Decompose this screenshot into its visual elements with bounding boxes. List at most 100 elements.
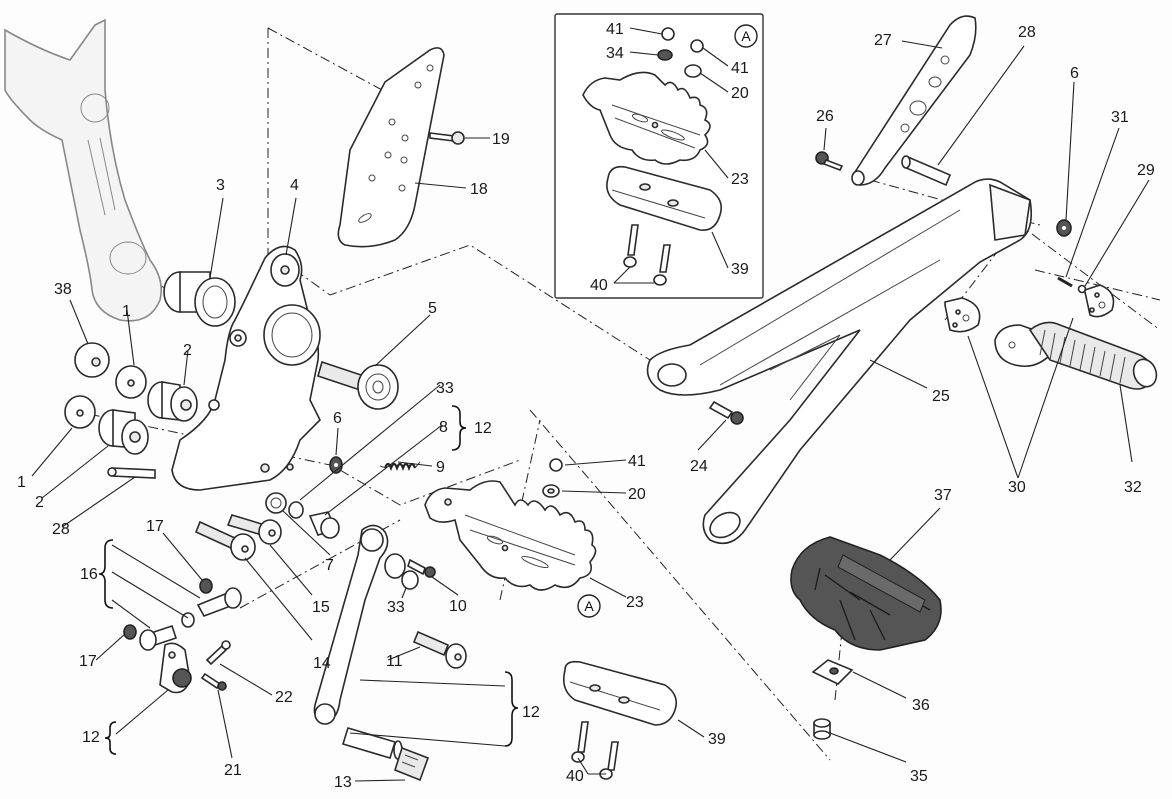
spring-31 [1057,276,1073,288]
nut-6b [1056,219,1072,237]
label-41: 41 [731,60,749,77]
label-30: 30 [1008,479,1026,496]
bracket-4 [171,245,321,491]
label-41: 41 [606,21,624,38]
label-39: 39 [708,731,726,748]
label-25: 25 [932,388,950,405]
washer-38 [74,342,110,378]
bolt-21 [200,672,227,691]
brace-12-top [451,405,467,451]
heel-guard-plate [337,47,445,248]
plate-30b [1084,284,1115,318]
nut-17 [199,578,213,594]
pin-14 [194,520,256,561]
label-19: 19 [492,131,510,148]
braces [98,405,519,755]
passenger-bracket-25 [646,178,1033,545]
rubber-pad-37 [790,536,942,651]
bushing-2b [98,409,149,455]
inset-bolt-40b [659,244,671,273]
label-1: 1 [122,303,131,320]
nut-17b [123,624,137,640]
washer-1b [64,395,96,429]
label-40: 40 [566,768,584,785]
label-23: 23 [731,171,749,188]
brace-12-clamp [104,721,117,755]
axis-line [529,409,831,761]
frame-slot [87,137,116,216]
label-10: 10 [449,598,467,615]
pin-11 [412,630,467,669]
bracket-arm [646,178,1033,545]
clamp-12 [159,642,192,694]
label-37: 37 [934,487,952,504]
callout-a-main: A [577,594,601,618]
label-29: 29 [1137,162,1155,179]
label-8: 8 [439,419,448,436]
label-20: 20 [628,486,646,503]
label-32: 32 [1124,479,1142,496]
label-36: 36 [912,697,930,714]
bolts-40 [571,721,619,780]
label-18: 18 [470,181,488,198]
bushing-8 [308,511,340,539]
label-34: 34 [606,45,624,62]
label-41: 41 [628,453,646,470]
pin-15 [226,514,282,545]
pin-5 [317,360,399,410]
bolt-26 [815,151,844,172]
frame-arm [4,18,163,322]
plate-30a [944,297,981,333]
inset-washer-20 [684,64,702,78]
label-35: 35 [910,768,928,785]
label-3: 3 [216,177,225,194]
frame-bore [109,241,147,275]
label-1: 1 [17,474,26,491]
inset-bolt-40 [627,224,639,256]
plate-36 [811,659,854,685]
heel-guard-18 [337,47,445,248]
label-23: 23 [626,594,644,611]
label-33: 33 [436,380,454,397]
label-2: 2 [35,494,44,511]
peg-13 [341,727,430,782]
axis-line [999,209,1161,331]
bolt-10 [407,558,436,578]
label-13: 13 [334,774,352,791]
label-31: 31 [1111,109,1129,126]
inset-washer-34 [657,49,673,61]
label-20: 20 [731,85,749,102]
label-12: 12 [474,420,492,437]
label-22: 22 [275,689,293,706]
nut-35 [813,718,831,740]
label-33: 33 [387,599,405,616]
bolt-24 [708,400,744,425]
axis-line [294,244,651,361]
inset-cap-41 [661,27,675,41]
label-12: 12 [82,729,100,746]
washer-20 [542,484,560,498]
spring-9 [379,461,421,472]
pin-28b [901,155,952,187]
footpeg-body [424,480,597,591]
washer-1 [115,365,147,399]
label-28: 28 [1018,24,1036,41]
label-4: 4 [290,177,299,194]
label-28: 28 [52,521,70,538]
axis-line [339,459,521,506]
ring-33 [288,501,304,519]
label-17: 17 [146,518,164,535]
footpeg-32 [994,321,1158,390]
label-2: 2 [183,342,192,359]
brace-16 [98,539,114,609]
label-38: 38 [54,281,72,298]
washer-7 [265,492,287,514]
label-6: 6 [333,410,342,427]
label-5: 5 [428,300,437,317]
label-16: 16 [80,566,98,583]
label-6: 6 [1070,65,1079,82]
footpeg-23 [424,480,597,591]
pad-39 [562,660,678,726]
